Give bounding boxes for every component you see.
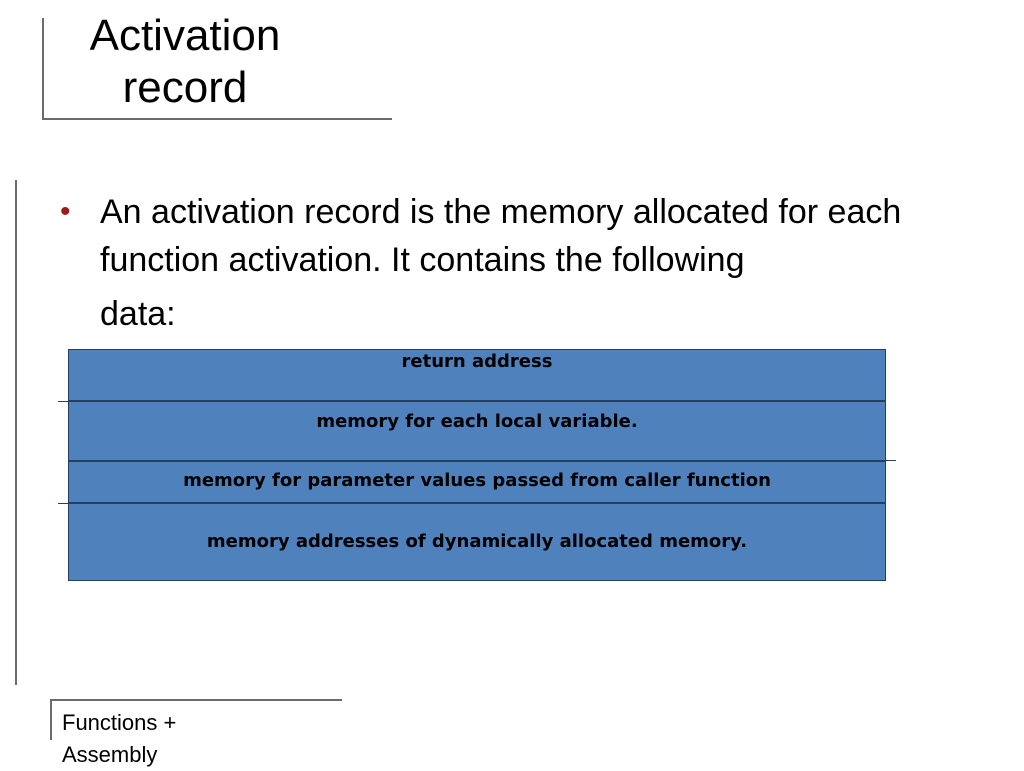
table-divider-extension <box>886 460 896 461</box>
content-left-rule <box>15 180 17 685</box>
table-row: memory addresses of dynamically allocate… <box>68 503 886 581</box>
footer-frame-horizontal-line <box>50 699 342 701</box>
footer-line1: Functions + <box>62 710 177 735</box>
table-row: return address <box>68 349 886 401</box>
bullet-dot-icon: • <box>60 195 71 228</box>
title-frame-vertical-line <box>42 18 44 118</box>
table-row: memory for parameter values passed from … <box>68 461 886 503</box>
slide-title-line1: Activation <box>89 11 281 60</box>
footer-frame-vertical-line <box>50 700 52 740</box>
bullet-text-main: An activation record is the memory alloc… <box>100 193 902 279</box>
table-row: memory for each local variable. <box>68 401 886 461</box>
title-frame-horizontal-line <box>42 118 392 120</box>
bullet-text: An activation record is the memory alloc… <box>100 188 980 338</box>
footer-label: Functions + Assembly <box>62 707 262 771</box>
activation-record-table: return address memory for each local var… <box>68 349 888 581</box>
footer-line2: Assembly <box>62 742 158 767</box>
slide-title: Activation record <box>60 10 310 114</box>
table-divider-extension <box>58 503 70 504</box>
bullet-text-end: data: <box>100 295 176 333</box>
slide-title-line2: record <box>122 63 248 112</box>
table-divider-extension <box>58 401 70 402</box>
